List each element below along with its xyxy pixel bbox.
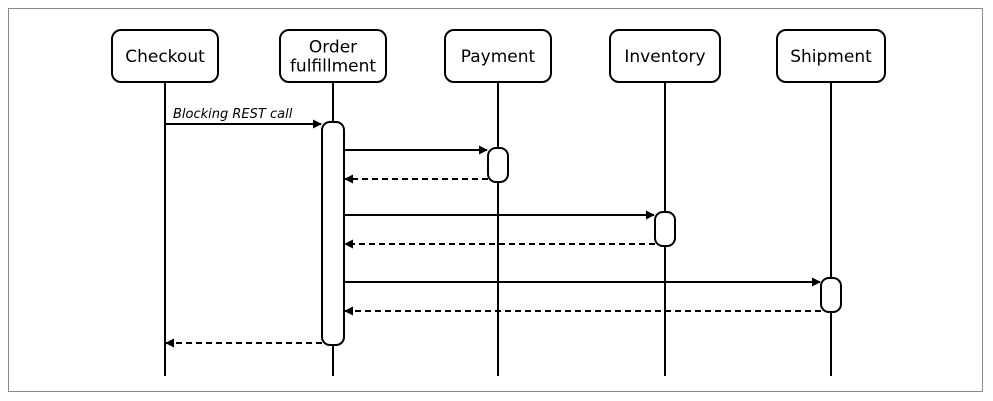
payment-actor-box bbox=[444, 29, 552, 83]
shipment-actor: Shipment bbox=[776, 29, 886, 83]
checkout-actor-label: Checkout bbox=[125, 47, 205, 67]
inventory-actor-box bbox=[609, 29, 721, 83]
checkout-actor-box bbox=[111, 29, 219, 83]
order-fulfillment-actor-label: Order bbox=[309, 38, 357, 58]
inventory-activation-bar bbox=[654, 211, 676, 247]
inventory-actor: Inventory bbox=[609, 29, 721, 83]
shipment-actor-box bbox=[776, 29, 886, 83]
payment-actor-label: Payment bbox=[461, 47, 536, 67]
checkout-actor: Checkout bbox=[111, 29, 219, 83]
shipment-activation-bar bbox=[820, 277, 842, 313]
order-fulfillment-actor-box bbox=[279, 29, 387, 83]
order-fulfillment-activation-bar bbox=[321, 121, 345, 346]
shipment-actor-label: Shipment bbox=[790, 47, 872, 67]
payment-actor: Payment bbox=[444, 29, 552, 83]
diagram-frame bbox=[8, 8, 983, 392]
message-label: Blocking REST call bbox=[173, 107, 293, 122]
inventory-actor-label: Inventory bbox=[624, 47, 705, 67]
payment-activation-bar bbox=[487, 147, 509, 183]
order-fulfillment-actor-label: fulfillment bbox=[290, 57, 376, 77]
